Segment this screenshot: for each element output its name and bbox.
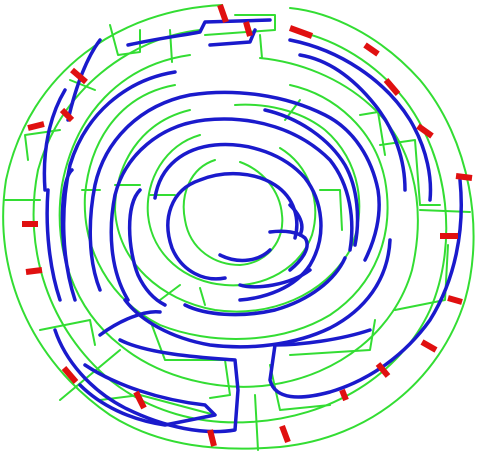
door-marker: [133, 390, 147, 410]
ring-wall-3: [83, 84, 389, 340]
solution-segment: [60, 70, 177, 302]
door-marker: [420, 339, 438, 353]
solution-segment: [268, 203, 309, 272]
solution-segment: [126, 18, 272, 47]
maze-walls: [2, 4, 475, 451]
door-marker: [59, 107, 75, 123]
door-marker: [288, 25, 314, 39]
door-marker: [217, 4, 229, 23]
radial-wall: [359, 111, 386, 156]
solution-segment: [268, 178, 463, 399]
door-marker: [70, 67, 88, 85]
solution-segment: [53, 328, 240, 434]
door-marker: [447, 295, 463, 305]
solution-segment: [88, 90, 381, 292]
door-marker: [375, 362, 391, 378]
solution-segment: [78, 310, 217, 427]
solution-segment: [153, 142, 323, 302]
radial-wall: [39, 319, 96, 346]
solution-segment: [123, 238, 392, 349]
radial-wall: [394, 244, 449, 311]
maze-markers: [22, 4, 473, 447]
solution-segment: [109, 117, 354, 307]
ring-wall-1: [32, 29, 448, 424]
ring-wall-4: [114, 103, 361, 313]
radial-wall: [199, 287, 206, 306]
radial-wall: [69, 79, 96, 91]
ring-wall-inner: [182, 159, 284, 266]
door-marker: [416, 123, 434, 139]
door-marker: [61, 366, 79, 384]
radial-wall: [269, 364, 331, 411]
radial-wall: [204, 14, 276, 36]
door-marker: [339, 388, 349, 402]
door-marker: [363, 42, 380, 57]
radial-wall: [254, 394, 259, 451]
radial-wall: [319, 189, 343, 231]
solution-segment: [218, 248, 312, 289]
ring-wall-5: [146, 134, 317, 287]
maze-solution-path: [42, 18, 463, 434]
door-marker: [455, 173, 473, 181]
radial-wall: [149, 319, 231, 361]
door-marker: [27, 121, 45, 131]
solution-segment: [263, 108, 360, 247]
solution-segment: [288, 38, 433, 202]
radial-wall: [209, 359, 231, 399]
radial-wall: [59, 349, 121, 401]
radial-wall: [289, 319, 376, 356]
outer-wall: [2, 4, 475, 450]
door-marker: [243, 21, 253, 37]
solution-segment: [166, 171, 299, 281]
door-marker: [279, 424, 291, 444]
door-marker: [25, 267, 43, 275]
door-marker: [383, 78, 401, 96]
solution-segment: [183, 256, 347, 317]
door-marker: [207, 429, 217, 447]
radial-wall: [259, 34, 263, 59]
radial-wall: [159, 284, 181, 301]
